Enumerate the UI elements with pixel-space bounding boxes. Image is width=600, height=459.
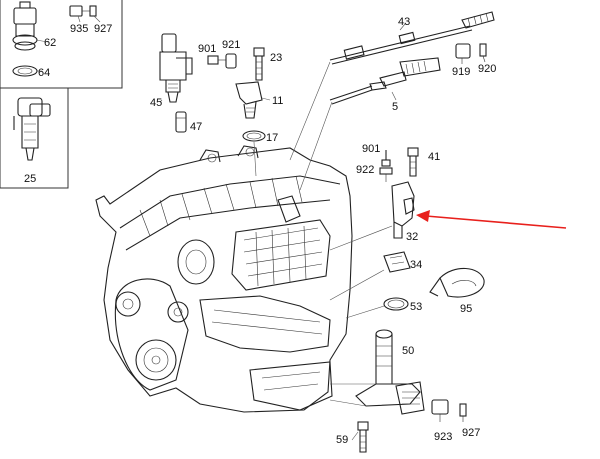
inset-box-top	[0, 0, 123, 89]
connector-901b	[381, 150, 391, 167]
connector-919	[455, 43, 471, 64]
label-935: 935	[70, 23, 88, 35]
oring-64	[12, 65, 38, 77]
seal-920	[479, 43, 487, 63]
seal-927b	[459, 403, 467, 422]
connector-935	[69, 5, 90, 17]
connector-923	[431, 399, 449, 422]
label-50: 50	[402, 345, 414, 357]
label-59: 59	[336, 434, 348, 446]
inset-box-sensor-25	[0, 88, 69, 189]
label-53: 53	[410, 301, 422, 313]
connector-922	[379, 167, 393, 182]
plug-47	[175, 111, 187, 133]
label-923: 923	[434, 431, 452, 443]
label-43: 43	[398, 16, 410, 28]
seal-927a	[89, 5, 97, 17]
engine-block	[95, 145, 353, 413]
label-47: 47	[190, 121, 202, 133]
label-17: 17	[266, 132, 278, 144]
bracket-34	[383, 251, 411, 273]
label-32: 32	[406, 231, 418, 243]
sensor-25	[13, 97, 51, 161]
oring-53	[383, 297, 409, 311]
label-62: 62	[44, 37, 56, 49]
clip-95	[429, 267, 485, 298]
label-927b: 927	[462, 427, 480, 439]
label-95: 95	[460, 303, 472, 315]
label-921: 921	[222, 39, 240, 51]
label-64: 64	[38, 67, 50, 79]
label-927a: 927	[94, 23, 112, 35]
sensor-11	[235, 81, 263, 119]
label-901a: 901	[198, 43, 216, 55]
glow-plug-43	[329, 11, 495, 65]
label-919: 919	[452, 66, 470, 78]
glow-plug-5	[329, 57, 441, 105]
label-25: 25	[24, 173, 36, 185]
seal-921	[225, 53, 237, 69]
bolt-59	[357, 421, 369, 453]
label-45: 45	[150, 97, 162, 109]
label-41: 41	[428, 151, 440, 163]
label-34: 34	[410, 259, 422, 271]
bolt-23	[253, 47, 265, 81]
label-23: 23	[270, 52, 282, 64]
label-5: 5	[392, 101, 398, 113]
bolt-41	[407, 147, 419, 177]
pressure-sensor-62	[12, 1, 38, 51]
label-901b: 901	[362, 143, 380, 155]
label-920: 920	[478, 63, 496, 75]
label-922: 922	[356, 164, 374, 176]
sensor-45	[159, 33, 193, 103]
sensor-module-32	[391, 181, 415, 239]
label-11: 11	[272, 95, 283, 107]
oring-17	[242, 130, 266, 142]
callout-labels: 62 935 927 64 25 43 901 921 23 45 11 47 …	[24, 16, 496, 446]
connector-901a	[207, 55, 226, 65]
sensor-50	[355, 329, 425, 415]
highlight-arrow	[416, 210, 567, 229]
